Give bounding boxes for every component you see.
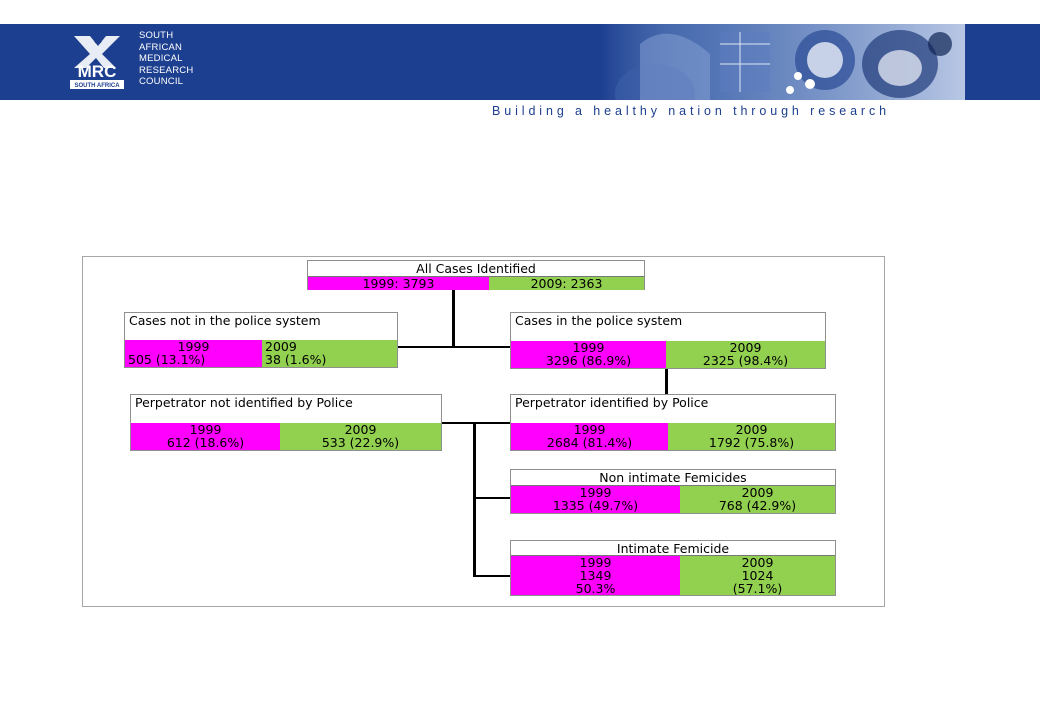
header-banner: MRC SOUTH AFRICA SOUTH AFRICAN MEDICAL R… bbox=[0, 24, 1040, 100]
percent-1999: 50.3% bbox=[575, 581, 616, 596]
logo-wordmark: MRC bbox=[78, 62, 117, 81]
year-2009: 2009 bbox=[262, 340, 397, 354]
year-2009: 2009 bbox=[666, 341, 825, 355]
year-2009: 2009 bbox=[741, 555, 774, 570]
node-cases-in-police: Cases in the police system 1999 3296 (86… bbox=[510, 312, 826, 369]
year-1999: 1999 bbox=[511, 485, 680, 499]
mrc-logo: MRC SOUTH AFRICA bbox=[70, 36, 124, 89]
year-1999: 1999 bbox=[511, 341, 666, 355]
connector-line bbox=[473, 575, 511, 577]
node-title: Non intimate Femicides bbox=[599, 470, 747, 485]
org-line: MEDICAL bbox=[139, 53, 183, 64]
year-1999: 1999 bbox=[579, 555, 612, 570]
node-title: Cases not in the police system bbox=[129, 313, 321, 328]
value-2009: 2325 (98.4%) bbox=[666, 354, 825, 368]
intimate-1999-block: 1999 1349 50.3% bbox=[511, 555, 680, 595]
value-1999: 1335 (49.7%) bbox=[511, 499, 680, 513]
value-2009: 768 (42.9%) bbox=[680, 499, 835, 513]
year-1999: 1999 bbox=[511, 423, 668, 437]
connector-line bbox=[398, 346, 511, 348]
value-2009: 1792 (75.8%) bbox=[668, 436, 835, 450]
value-1999: 612 (18.6%) bbox=[131, 436, 280, 450]
node-title: Perpetrator not identified by Police bbox=[135, 395, 353, 410]
node-cases-not-in-police: Cases not in the police system 1999 505 … bbox=[124, 312, 398, 368]
value-1999: 1999: 3793 bbox=[308, 276, 489, 290]
node-title: Perpetrator identified by Police bbox=[515, 395, 709, 410]
org-line: RESEARCH bbox=[139, 64, 194, 76]
connector-line bbox=[441, 422, 511, 424]
year-1999: 1999 bbox=[131, 423, 280, 437]
value-2009: 533 (22.9%) bbox=[280, 436, 441, 450]
value-2009: 1024 bbox=[741, 568, 774, 583]
node-title: Intimate Femicide bbox=[616, 541, 730, 556]
year-2009: 2009 bbox=[280, 423, 441, 437]
diagram-frame: All Cases Identified 1999: 3793 2009: 23… bbox=[82, 256, 885, 607]
node-perpetrator-identified: Perpetrator identified by Police 1999 26… bbox=[510, 394, 836, 451]
org-line: SOUTH bbox=[139, 30, 174, 41]
value-1999: 3296 (86.9%) bbox=[511, 354, 666, 368]
connector-line bbox=[665, 369, 668, 395]
logo-subtitle: SOUTH AFRICA bbox=[74, 83, 120, 89]
organization-name: SOUTH AFRICAN MEDICAL RESEARCH COUNCIL bbox=[139, 30, 193, 88]
tagline: Building a healthy nation through resear… bbox=[492, 104, 890, 118]
connector-line bbox=[452, 288, 455, 347]
value-1999: 1349 bbox=[579, 568, 612, 583]
intimate-2009-block: 2009 1024 (57.1%) bbox=[680, 555, 835, 595]
value-2009: 38 (1.6%) bbox=[262, 353, 397, 367]
photo-collage bbox=[600, 24, 965, 100]
value-2009: 2009: 2363 bbox=[489, 276, 644, 290]
year-1999: 1999 bbox=[125, 340, 262, 354]
value-1999: 2684 (81.4%) bbox=[511, 436, 668, 450]
org-line: COUNCIL bbox=[139, 76, 184, 87]
connector-line bbox=[473, 497, 511, 499]
year-2009: 2009 bbox=[680, 485, 835, 499]
node-title: Cases in the police system bbox=[515, 313, 683, 328]
node-all-cases: All Cases Identified 1999: 3793 2009: 23… bbox=[307, 260, 645, 290]
node-title: All Cases Identified bbox=[416, 261, 536, 276]
percent-2009: (57.1%) bbox=[732, 581, 783, 596]
org-line: AFRICAN bbox=[139, 41, 183, 53]
node-non-intimate-femicides: Non intimate Femicides 1999 1335 (49.7%)… bbox=[510, 469, 836, 514]
year-2009: 2009 bbox=[668, 423, 835, 437]
node-intimate-femicide: Intimate Femicide 1999 1349 50.3% 2009 1… bbox=[510, 540, 836, 596]
value-1999: 505 (13.1%) bbox=[125, 353, 262, 367]
connector-line bbox=[473, 422, 476, 576]
node-perpetrator-not-identified: Perpetrator not identified by Police 199… bbox=[130, 394, 442, 451]
